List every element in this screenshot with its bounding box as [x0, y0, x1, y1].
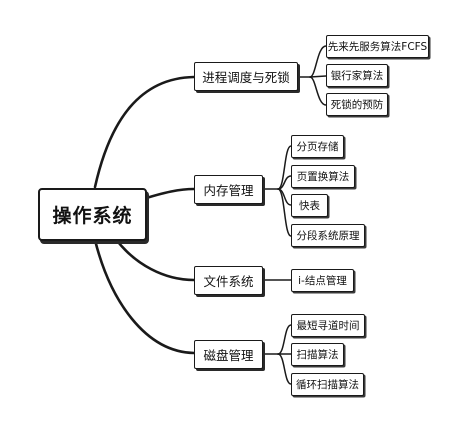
- connector-process-leaf-2: [309, 75, 327, 78]
- branch-process-scheduling[interactable]: 进程调度与死锁: [194, 62, 298, 91]
- branch-label: 文件系统: [203, 274, 254, 289]
- leaf-label: 分页存储: [296, 141, 339, 153]
- leaf-label: 扫描算法: [296, 349, 339, 361]
- leaf-tlb[interactable]: 快表: [291, 194, 328, 217]
- connector-disk-leaf-3: [277, 353, 292, 385]
- leaf-page-replacement[interactable]: 页置换算法: [291, 165, 355, 188]
- leaf-banker[interactable]: 银行家算法: [326, 64, 388, 87]
- branch-label: 进程调度与死锁: [202, 70, 290, 85]
- leaf-deadlock-prevention[interactable]: 死锁的预防: [326, 93, 388, 116]
- bracket-connector-group: [262, 45, 327, 385]
- leaf-cscan[interactable]: 循环扫描算法: [291, 373, 364, 396]
- leaf-sstf[interactable]: 最短寻道时间: [291, 314, 365, 337]
- branch-disk-management[interactable]: 磁盘管理: [194, 340, 263, 369]
- connector-memory-leaf-4: [277, 188, 292, 237]
- connector-process-leaf-1: [309, 45, 327, 78]
- leaf-paging[interactable]: 分页存储: [291, 135, 344, 158]
- leaf-fcfs[interactable]: 先来先服务算法FCFS: [326, 35, 429, 58]
- connector-process-leaf-3: [309, 76, 327, 106]
- connector-disk-leaf-1: [277, 324, 292, 355]
- leaf-label: 最短寻道时间: [296, 320, 360, 332]
- connector-memory-leaf-1: [277, 145, 292, 190]
- leaf-label: 分段系统原理: [296, 230, 360, 242]
- connector-root-to-disk: [93, 238, 196, 355]
- branch-memory-management[interactable]: 内存管理: [194, 175, 263, 204]
- branch-label: 磁盘管理: [203, 348, 254, 363]
- leaf-label: 页置换算法: [296, 171, 350, 183]
- leaf-inode[interactable]: i-结点管理: [291, 269, 354, 292]
- leaf-label: 循环扫描算法: [296, 379, 359, 391]
- leaf-segmentation[interactable]: 分段系统原理: [291, 224, 365, 247]
- connector-root-to-process: [93, 75, 196, 189]
- leaf-label: 先来先服务算法FCFS: [327, 41, 428, 53]
- leaf-scan[interactable]: 扫描算法: [291, 343, 344, 366]
- branch-file-system[interactable]: 文件系统: [194, 266, 263, 295]
- leaf-label: 快表: [299, 200, 320, 212]
- connector-root-to-memory: [138, 187, 196, 202]
- branch-label: 内存管理: [203, 183, 254, 198]
- leaf-label: 死锁的预防: [330, 99, 384, 111]
- root-topic[interactable]: 操作系统: [38, 188, 147, 241]
- leaf-label: 银行家算法: [330, 70, 384, 82]
- connector-root-to-filesystem: [113, 236, 196, 282]
- leaf-label: i-结点管理: [298, 275, 347, 287]
- root-topic-label: 操作系统: [52, 205, 133, 227]
